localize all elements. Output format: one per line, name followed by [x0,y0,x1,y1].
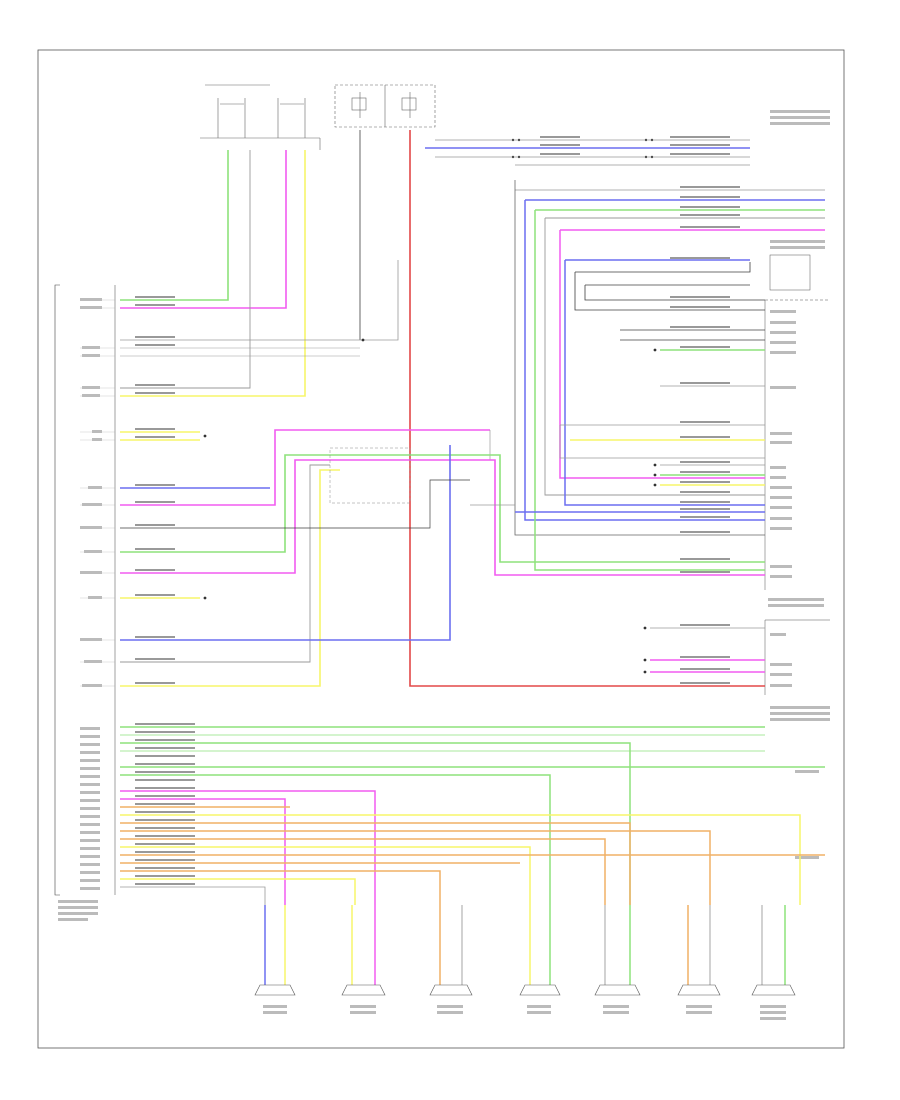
audio-module [54,284,116,896]
speaker-2 [341,905,386,996]
wire-magenta-mid2 [120,459,765,576]
speaker-7 [751,905,796,996]
wires-speakers [120,726,825,905]
wire-blue-mid [120,445,451,641]
wires-lower-right [650,627,765,673]
wire-yellow-top [120,150,306,397]
wire-gray-fuse [120,260,399,341]
wire-magenta-mid [120,429,490,506]
wires-top-right [425,139,750,166]
wire-magenta-top [120,150,287,309]
wires-right-bundle [514,180,825,571]
speaker-3 [429,905,473,996]
wires-top-left [120,150,306,397]
diagram-frame [37,49,845,1049]
speaker-connectors [254,905,796,996]
wire-code-marks [135,136,740,885]
top-left-component [200,84,321,150]
speaker-1 [254,905,296,996]
wire-green-top [120,150,229,301]
wire-red-main [409,130,765,687]
wire-gray-mid [120,464,330,663]
connector-dots [203,338,657,674]
module-pin-rows [80,299,115,687]
top-fuse-block [334,84,436,128]
right-module-lower [764,619,830,695]
module-label-marks [58,298,102,921]
speaker-4 [519,905,561,996]
right-module-label-marks [768,110,830,859]
speaker-5 [594,905,641,996]
speaker-caption-marks [263,1005,786,1020]
speaker-6 [677,905,721,996]
wire-green-mid [120,454,765,563]
wire-gray-top [120,150,251,389]
wires-middle [120,429,765,687]
wires-fuse [120,130,765,687]
right-module-upper [764,254,830,590]
